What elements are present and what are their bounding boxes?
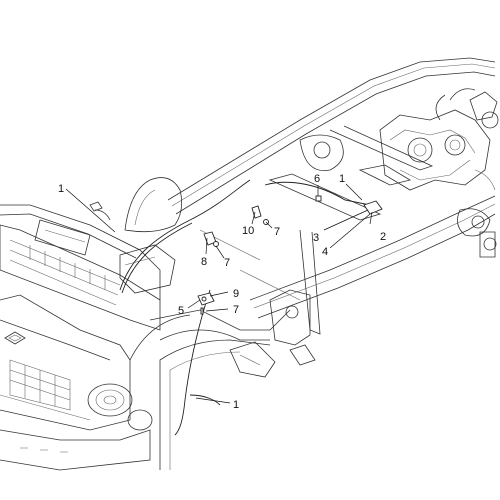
callout-1-top-right: 1 bbox=[339, 173, 345, 185]
callout-5: 5 bbox=[178, 305, 184, 317]
callout-7-left: 7 bbox=[224, 257, 230, 269]
callout-7-center: 7 bbox=[274, 226, 280, 238]
callout-3: 3 bbox=[313, 232, 319, 244]
callout-9: 9 bbox=[233, 288, 239, 300]
cable-runs bbox=[119, 179, 371, 436]
callout-10: 10 bbox=[242, 225, 254, 237]
callout-1-bottom: 1 bbox=[233, 399, 239, 411]
engine-assembly bbox=[358, 88, 499, 191]
leader-lines bbox=[65, 183, 373, 404]
front-suspension bbox=[229, 289, 316, 378]
vehicle-front-body bbox=[0, 177, 291, 471]
callout-6: 6 bbox=[314, 173, 320, 185]
hardware-parts bbox=[197, 195, 383, 315]
callout-1-top-left: 1 bbox=[58, 183, 64, 195]
callout-7-lower: 7 bbox=[233, 304, 239, 316]
chassis-frame bbox=[167, 57, 497, 335]
callout-4: 4 bbox=[322, 246, 328, 258]
callout-2: 2 bbox=[380, 231, 386, 243]
callout-8: 8 bbox=[201, 256, 207, 268]
callouts: 1 1 6 2 3 4 10 7 8 7 9 5 7 1 bbox=[58, 173, 386, 411]
